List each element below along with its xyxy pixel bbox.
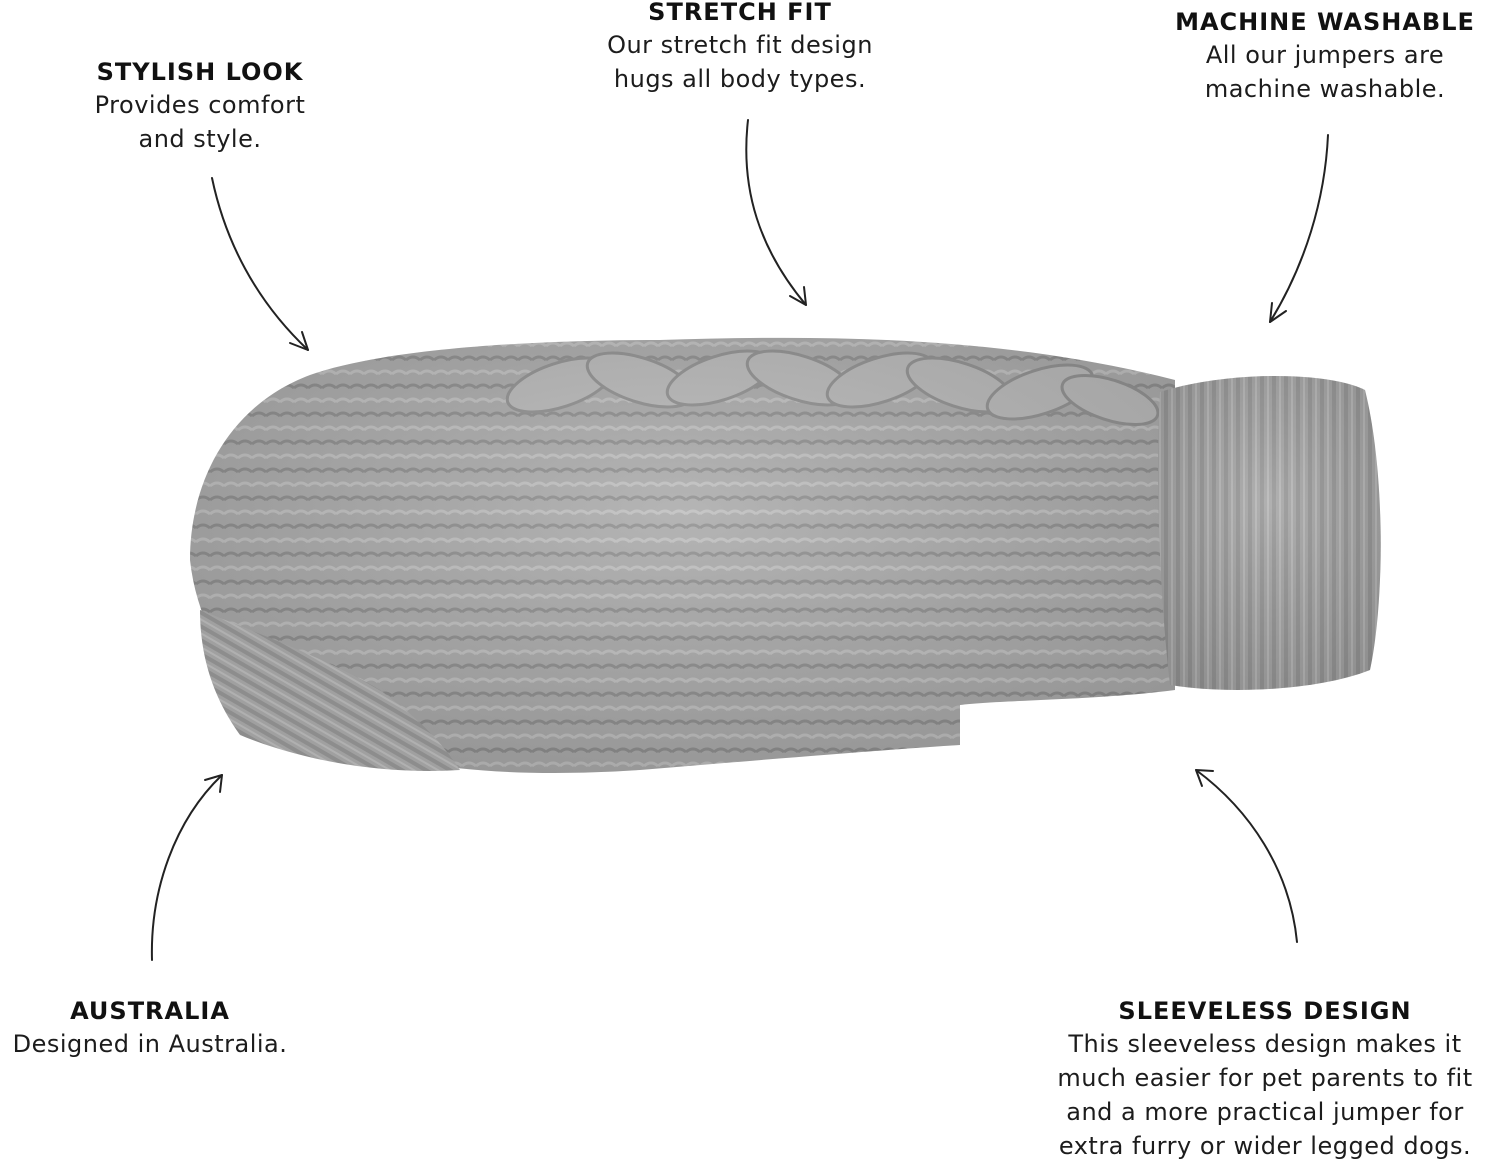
arrow-australia-icon xyxy=(150,774,223,961)
jumper-leg-cuff xyxy=(200,610,460,771)
callout-australia: AUSTRALIA Designed in Australia. xyxy=(0,995,320,1061)
callout-line: Our stretch fit design xyxy=(607,31,873,59)
callout-line: and style. xyxy=(138,125,262,153)
arrow-machine-washable-icon xyxy=(1269,134,1329,323)
callout-description: This sleeveless design makes it much eas… xyxy=(1020,1027,1500,1163)
callout-sleeveless-design: SLEEVELESS DESIGN This sleeveless design… xyxy=(1020,995,1500,1163)
callout-title: STYLISH LOOK xyxy=(96,58,304,86)
jumper-body xyxy=(190,337,1175,773)
callout-title: AUSTRALIA xyxy=(70,997,230,1025)
callout-line: Designed in Australia. xyxy=(12,1030,288,1058)
callout-stylish-look: STYLISH LOOK Provides comfort and style. xyxy=(30,56,370,156)
callout-description: All our jumpers are machine washable. xyxy=(1150,38,1500,106)
callout-line: much easier for pet parents to fit xyxy=(1057,1064,1473,1092)
callout-description: Provides comfort and style. xyxy=(30,88,370,156)
callout-title: STRETCH FIT xyxy=(648,0,832,26)
arrow-stretch-fit-icon xyxy=(745,119,807,306)
callout-line: Provides comfort xyxy=(94,91,306,119)
callout-line: hugs all body types. xyxy=(613,65,867,93)
callout-description: Our stretch fit design hugs all body typ… xyxy=(560,28,920,96)
callout-line: and a more practical jumper for xyxy=(1066,1098,1464,1126)
callout-stretch-fit: STRETCH FIT Our stretch fit design hugs … xyxy=(560,0,920,96)
callout-description: Designed in Australia. xyxy=(0,1027,320,1061)
callout-line: machine washable. xyxy=(1204,75,1446,103)
callout-title: MACHINE WASHABLE xyxy=(1175,8,1475,36)
callout-line: All our jumpers are xyxy=(1205,41,1445,69)
arrow-sleeveless-design-icon xyxy=(1195,769,1298,943)
arrows xyxy=(150,119,1329,961)
arrow-stylish-look-icon xyxy=(211,177,309,351)
jumper-neck-cuff xyxy=(1158,376,1381,690)
callout-title: SLEEVELESS DESIGN xyxy=(1118,997,1412,1025)
callout-line: extra furry or wider legged dogs. xyxy=(1058,1132,1472,1160)
callout-machine-washable: MACHINE WASHABLE All our jumpers are mac… xyxy=(1150,6,1500,106)
callout-line: This sleeveless design makes it xyxy=(1068,1030,1462,1058)
